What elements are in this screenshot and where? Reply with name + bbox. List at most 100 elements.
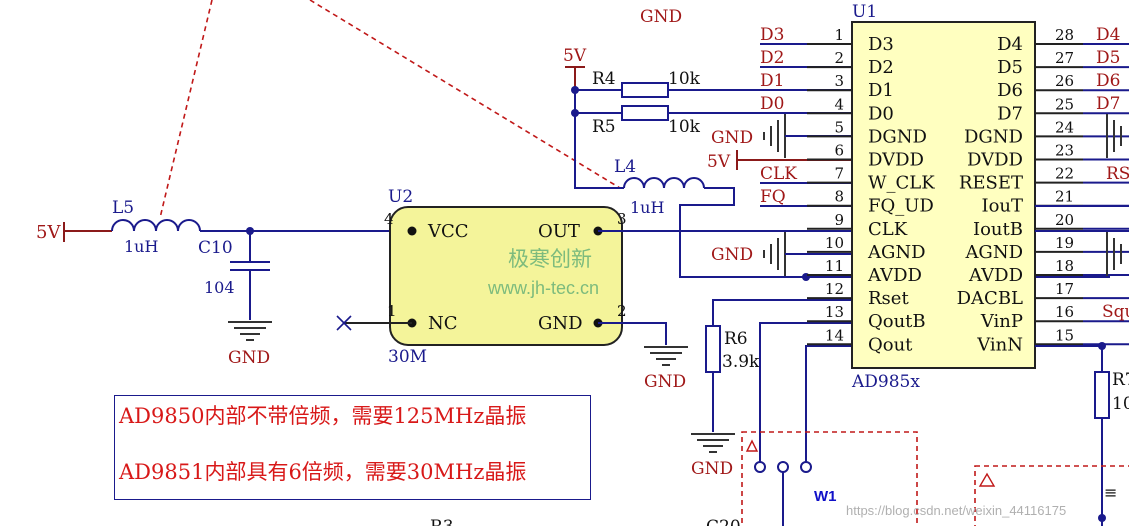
r7-ref: R7 (1112, 370, 1129, 390)
u2-value: 30M (388, 347, 427, 367)
u1-pin-name: AGND (964, 242, 1023, 263)
u1-pin-number: 28 (1055, 26, 1074, 44)
u1-pin-number: 27 (1055, 49, 1074, 67)
u2-watermark-url: www.jh-tec.cn (487, 278, 599, 298)
u1-pin-name: D4 (997, 34, 1023, 55)
note-box: AD9850内部不带倍频，需要125MHz晶振 AD9851内部具有6倍频，需要… (114, 395, 591, 500)
ratsnest-lines (159, 0, 621, 219)
u1-pin-name: D5 (997, 57, 1023, 78)
resistor-r7 (1094, 371, 1110, 419)
u1-pin-number: 16 (1055, 303, 1074, 321)
r4-value: 10k (668, 69, 701, 89)
l4-ref: L4 (614, 157, 636, 177)
resistor-r5 (621, 105, 669, 121)
u1-pin-name: DGND (964, 126, 1023, 147)
net-d0: D0 (760, 94, 784, 114)
u2-pin-nc-num: 1 (387, 302, 397, 320)
gnd-label-top: GND (640, 7, 682, 27)
csdn-watermark: https://blog.csdn.net/weixin_44116175 (846, 503, 1066, 518)
u1-pin-number: 13 (825, 303, 844, 321)
w1-pin-2 (777, 461, 789, 473)
gnd-label-agnd: GND (711, 245, 753, 265)
u1-pin-number: 24 (1055, 118, 1074, 136)
w1-box (741, 431, 918, 526)
u1-pin-name: IouT (981, 196, 1023, 217)
net-d3: D3 (760, 25, 784, 45)
u1-pin-name: RESET (959, 173, 1023, 194)
resistor-r6 (705, 325, 721, 373)
vcc-port-left (63, 222, 112, 242)
u1-pin-number: 3 (834, 72, 844, 90)
u1-pin-number: 5 (834, 118, 844, 136)
w1-pin-3 (800, 461, 812, 473)
u2-watermark-cn: 极寒创新 (508, 248, 592, 271)
u1-ref: U1 (852, 2, 877, 22)
u1-pin-name: DVDD (967, 150, 1023, 171)
u2-pin-out-name: OUT (538, 221, 580, 242)
u1-pin-name: D3 (868, 34, 894, 55)
u1-pin-name: D0 (868, 103, 894, 124)
r5-value: 10k (668, 117, 701, 137)
l4-value: 1uH (630, 198, 664, 217)
net-squ: Squ (1102, 302, 1129, 322)
u2-pin-gnd-name: GND (538, 313, 583, 334)
u2-pin-vcc-num: 4 (384, 210, 394, 228)
u1-pin-number: 25 (1055, 95, 1074, 113)
u1-pin-name: DVDD (868, 150, 924, 171)
u1-pin-name: VinN (976, 334, 1023, 355)
u2-pin-nc-name: NC (428, 313, 458, 334)
u2-pin-vcc-name: VCC (427, 221, 469, 242)
gnd-symbol-agnd-right (1106, 232, 1122, 276)
net-d7: D7 (1096, 94, 1120, 114)
net-fq: FQ (760, 187, 786, 207)
inductor-l4 (623, 177, 705, 189)
net-d1: D1 (760, 71, 784, 91)
vcc-label-left: 5V (36, 222, 61, 243)
right-part-box (974, 465, 1129, 526)
w1-triangle-icon (745, 439, 759, 452)
oscillator-u2 (389, 206, 623, 346)
chip-u1 (851, 21, 1036, 369)
u1-pin-number: 2 (834, 49, 844, 67)
vcc-label-top: 5V (563, 46, 587, 66)
u2-ref: U2 (388, 187, 413, 207)
u2-pin-out-num: 3 (617, 210, 627, 228)
w1-ref: W1 (814, 488, 837, 505)
r4-ref: R4 (592, 69, 616, 89)
vcc-label-dvdd: 5V (707, 152, 731, 172)
u1-pin-number: 15 (1055, 326, 1074, 344)
u1-pin-number: 11 (825, 257, 844, 275)
gnd-symbol-c10 (228, 321, 272, 341)
gnd-label-dgnd: GND (711, 128, 753, 148)
u1-part: AD985x (851, 372, 920, 392)
u1-pin-name: D6 (997, 80, 1023, 101)
partial-label-r3: R3 (430, 517, 454, 526)
gnd-label-c10: GND (228, 348, 270, 368)
net-clk: CLK (760, 164, 797, 184)
c10-ref: C10 (198, 238, 233, 258)
note-line-2: AD9851内部具有6倍频，需要30MHz晶振 (119, 460, 527, 484)
u1-pin-number: 23 (1055, 142, 1074, 160)
u1-pin-number: 19 (1055, 234, 1074, 252)
u1-pin-number: 7 (834, 165, 844, 183)
u2-pin-gnd-num: 2 (617, 302, 627, 320)
l5-value: 1uH (124, 237, 158, 256)
gnd-label-u2: GND (644, 372, 686, 392)
u1-pin-number: 1 (834, 26, 844, 44)
u1-pin-name: Rset (868, 288, 909, 309)
u1-pin-name: FQ_UD (868, 196, 934, 217)
note-line-1: AD9850内部不带倍频，需要125MHz晶振 (119, 404, 527, 428)
u1-pin-name: D2 (868, 57, 894, 78)
junction-bottom-right (1098, 514, 1106, 522)
u1-pin-number: 26 (1055, 72, 1074, 90)
u1-pin-name: DACBL (957, 288, 1023, 309)
c10-value: 104 (204, 278, 235, 297)
u1-pin-name: AVDD (968, 265, 1023, 286)
u1-pin-name: VinP (980, 311, 1023, 332)
net-rs: RS (1106, 164, 1129, 184)
l5-ref: L5 (112, 198, 134, 218)
u1-pin-number: 17 (1055, 280, 1074, 298)
right-triangle-icon (978, 472, 996, 487)
u1-pin-number: 10 (825, 234, 844, 252)
w1-pin-1 (754, 461, 766, 473)
